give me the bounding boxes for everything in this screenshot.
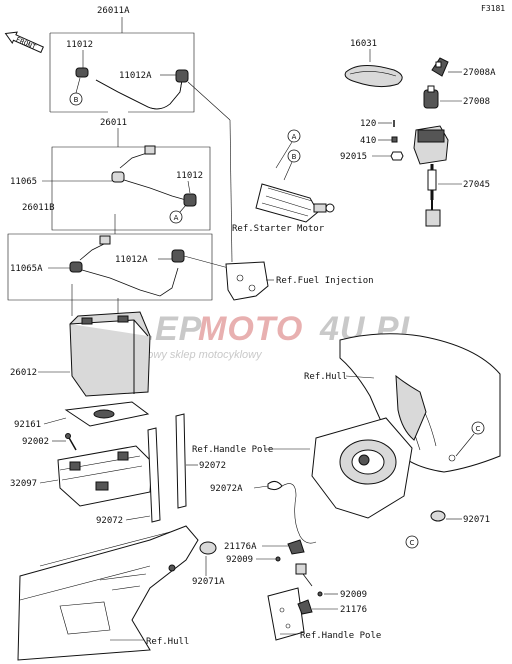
key-27008A <box>431 57 449 77</box>
svg-text:C: C <box>410 539 415 547</box>
callout-c-bottom: C <box>405 535 419 549</box>
label-92161: 92161 <box>14 420 41 430</box>
label-92072-left: 92072 <box>96 516 123 526</box>
group-box-26011 <box>51 146 211 231</box>
label-27008: 27008 <box>463 97 490 107</box>
cable-connector-26011B <box>99 235 111 245</box>
label-27045: 27045 <box>463 180 490 190</box>
front-arrow-icon: FRONT <box>4 31 44 54</box>
terminal-cover-11012A-bot <box>171 249 185 263</box>
label-16031: 16031 <box>350 39 377 49</box>
label-11012-mid: 11012 <box>176 171 203 181</box>
ref-handle-pole-top: Ref.Handle Pole <box>192 445 273 455</box>
battery-26012 <box>69 311 151 397</box>
starter-motor <box>255 183 335 223</box>
callout-a-starter: A <box>287 129 301 143</box>
strap-92072-left <box>147 427 161 523</box>
terminal-cover-11012-mid <box>183 193 197 207</box>
battery-cable-26011 <box>119 151 187 201</box>
grommet-92071 <box>430 510 446 522</box>
clip-92072A <box>267 480 283 491</box>
label-120: 120 <box>360 119 376 129</box>
label-92071A: 92071A <box>192 577 225 587</box>
callout-b-starter: B <box>287 149 301 163</box>
label-410: 410 <box>360 136 376 146</box>
label-92009-b: 92009 <box>340 590 367 600</box>
battery-strap-92161 <box>64 401 150 427</box>
callout-c-right: C <box>471 421 485 435</box>
label-11065A: 11065A <box>10 264 43 274</box>
terminal-cover-top <box>75 67 89 78</box>
grommet-92071A <box>199 541 217 555</box>
callout-b-top: B <box>69 92 83 106</box>
group-label-26011B: 26011B <box>22 203 55 213</box>
group-label-26011A: 26011A <box>97 6 130 16</box>
ref-hull-right: Ref.Hull <box>304 372 347 382</box>
label-92009-a: 92009 <box>226 555 253 565</box>
label-92072-right: 92072 <box>199 461 226 471</box>
handle-pole-hatch <box>311 417 413 519</box>
label-92072A: 92072A <box>210 484 243 494</box>
sensor-bracket <box>267 563 313 641</box>
label-11065: 11065 <box>10 177 37 187</box>
terminal-cover-11065A <box>69 261 83 273</box>
svg-text:A: A <box>292 133 297 141</box>
svg-text:B: B <box>292 153 297 161</box>
label-32097: 32097 <box>10 479 37 489</box>
watermark-brand-2: MOTO <box>198 310 303 348</box>
battery-cable-26011B <box>79 243 179 297</box>
front-label: FRONT <box>14 36 37 52</box>
washer-410 <box>391 136 398 143</box>
key-lanyard-16031 <box>344 65 403 88</box>
figure-code: F3181 <box>481 4 505 13</box>
label-92015: 92015 <box>340 152 367 162</box>
label-11012-top: 11012 <box>66 40 93 50</box>
label-11012A-top: 11012A <box>119 71 152 81</box>
screw-92009-a <box>275 556 281 562</box>
svg-text:B: B <box>74 96 79 104</box>
group-box-26011A <box>50 17 195 113</box>
label-26012: 26012 <box>10 368 37 378</box>
group-box-26011B <box>7 233 213 301</box>
label-92002: 92002 <box>22 437 49 447</box>
key-holder-27008 <box>423 85 439 109</box>
terminal-cover-11065 <box>111 171 125 183</box>
wire-harness <box>281 483 317 544</box>
hull-section-bottom <box>17 525 199 661</box>
ref-handle-pole-bottom: Ref.Handle Pole <box>300 631 381 641</box>
cable-connector-26011 <box>144 145 156 155</box>
callout-a-mid: A <box>169 210 183 224</box>
screw-92009-b <box>317 591 323 597</box>
label-21176: 21176 <box>340 605 367 615</box>
label-92071: 92071 <box>463 515 490 525</box>
svg-text:A: A <box>174 214 179 222</box>
clamp-21176A <box>287 539 305 555</box>
battery-case-32097 <box>57 445 153 507</box>
clamp-21176 <box>297 599 313 615</box>
group-label-26011: 26011 <box>100 118 127 128</box>
label-21176A: 21176A <box>224 542 257 552</box>
ref-hull-bottom: Ref.Hull <box>146 637 189 647</box>
ref-starter-motor: Ref.Starter Motor <box>232 224 325 234</box>
strap-92072-right <box>175 413 187 509</box>
ref-fuel-injection: Ref.Fuel Injection <box>276 276 374 286</box>
terminal-cover-11012A-top <box>175 69 189 83</box>
stop-switch-27045 <box>413 125 449 227</box>
hull-section-right <box>339 333 501 473</box>
nut-92015 <box>390 151 404 161</box>
label-11012A-bot: 11012A <box>115 255 148 265</box>
label-27008A: 27008A <box>463 68 496 78</box>
fuel-injection-bracket <box>225 261 269 301</box>
svg-text:C: C <box>476 425 481 433</box>
